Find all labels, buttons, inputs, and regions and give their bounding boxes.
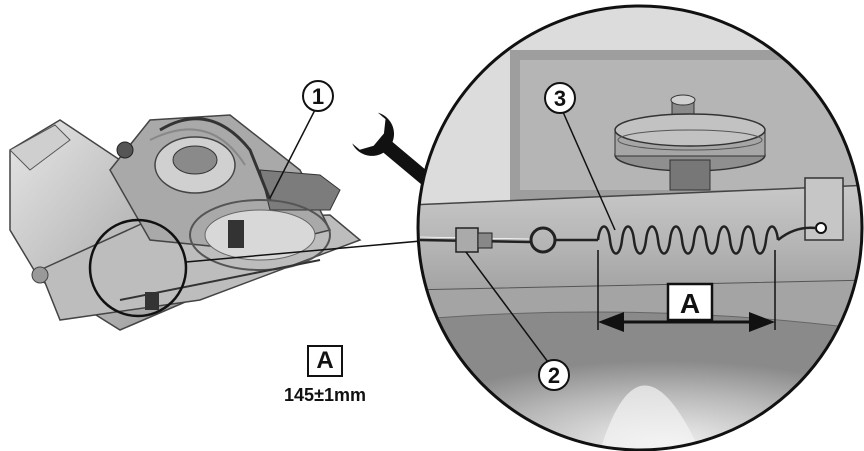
callout-3-label: 3	[554, 86, 566, 111]
callout-1: 1	[269, 80, 334, 199]
leader-line	[185, 239, 433, 263]
spring	[596, 225, 780, 255]
callout-1-label: 1	[312, 84, 324, 109]
magnified-view: A	[418, 6, 862, 450]
callout-3: 3	[544, 82, 616, 231]
detail-circle	[88, 218, 433, 318]
callout-2-label: 2	[548, 363, 560, 388]
magnified-circle-border	[416, 4, 864, 451]
dimension-legend: A 145±1mm	[270, 345, 380, 406]
mower-overview	[9, 114, 362, 331]
dimension-value: 145±1mm	[284, 385, 366, 405]
callout-2: 2	[465, 251, 570, 391]
dimension-letter-inset: A	[680, 288, 700, 319]
pulley	[614, 94, 766, 191]
dimension-letter-legend: A	[307, 345, 343, 377]
